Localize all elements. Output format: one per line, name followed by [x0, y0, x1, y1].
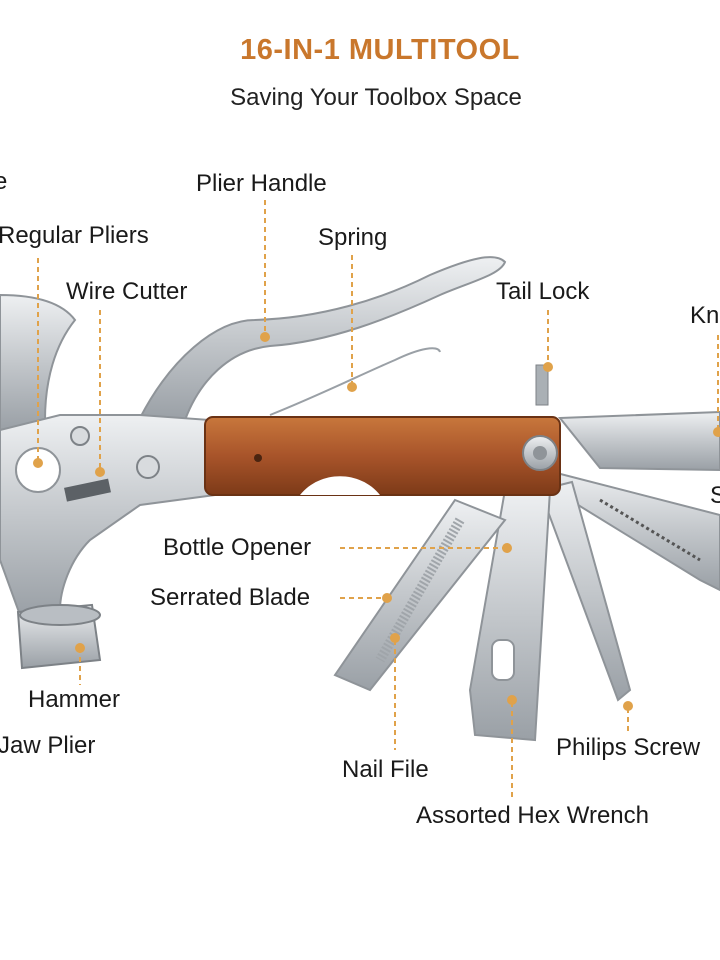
label-jaw-plier: Jaw Plier: [0, 732, 96, 759]
label-philips-screw: Philips Screw: [556, 734, 701, 761]
spring-part: [269, 347, 441, 416]
axe-head-part: [0, 293, 77, 432]
label-spring: Spring: [318, 224, 388, 251]
label-regular-pliers: Regular Pliers: [0, 222, 149, 249]
knife-blade-part: [557, 410, 720, 472]
label-edge-fragment: e: [0, 168, 8, 195]
diagram-title: 16-IN-1 MULTITOOL: [240, 34, 520, 66]
label-bottle-opener: Bottle Opener: [163, 534, 312, 561]
label-wire-cutter: Wire Cutter: [66, 278, 188, 305]
label-nail-file: Nail File: [342, 756, 429, 783]
label-serrated-blade: Serrated Blade: [150, 584, 311, 611]
label-hammer: Hammer: [28, 686, 121, 713]
diagram-subtitle: Saving Your Toolbox Space: [230, 84, 522, 111]
screwdriver-part: [538, 480, 632, 702]
label-hex-wrench: Assorted Hex Wrench: [416, 802, 649, 829]
label-plier-handle: Plier Handle: [196, 170, 327, 197]
wood-handle-part: [204, 416, 561, 496]
label-s-fragment: S: [710, 482, 720, 509]
label-knife-fragment: Kn: [690, 302, 720, 329]
plier-handle-part: [138, 256, 507, 422]
label-tail-lock: Tail Lock: [496, 278, 590, 305]
